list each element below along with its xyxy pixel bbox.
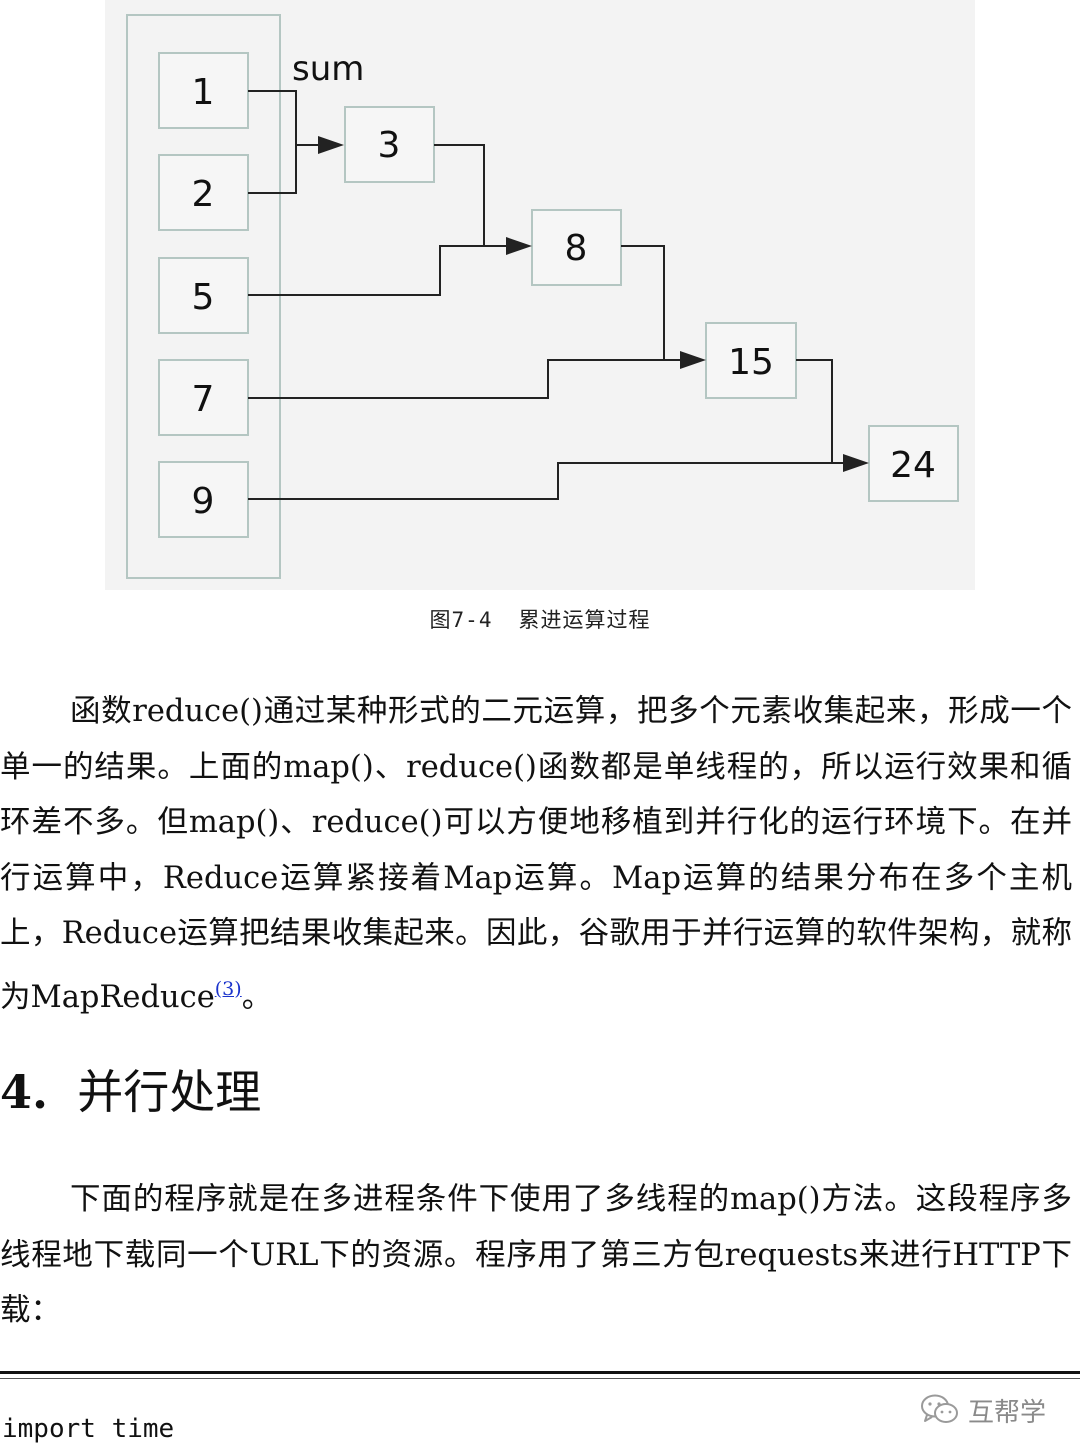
arrowhead-to-15 <box>680 351 706 369</box>
node-3: 3 <box>344 106 435 183</box>
node-7: 7 <box>158 359 249 436</box>
connector-5-to-8 <box>248 245 512 296</box>
wechat-icon <box>921 1394 958 1423</box>
figure-title: 累进运算过程 <box>518 608 651 632</box>
node-2: 2 <box>158 154 249 231</box>
section-title: 并行处理 <box>77 1065 262 1119</box>
node-7-label: 7 <box>192 379 215 420</box>
input-group-box <box>126 14 281 579</box>
watermark: 互帮学 <box>920 1390 1046 1430</box>
arrowhead-to-8 <box>506 237 532 255</box>
node-8-label: 8 <box>565 228 588 269</box>
connector-7-to-15 <box>248 359 686 399</box>
figure-caption: 图7-4 累进运算过程 <box>0 604 1080 634</box>
reduce-diagram: 1 2 5 7 9 3 8 15 24 sum <box>126 14 959 579</box>
figure-number: 图7-4 <box>429 608 493 632</box>
node-2-label: 2 <box>192 174 215 215</box>
connector-1-to-3 <box>248 90 297 145</box>
node-24: 24 <box>868 425 959 502</box>
watermark-text: 互帮学 <box>968 1397 1047 1428</box>
footnote-link[interactable]: (3) <box>214 977 242 1000</box>
code-block-inner-rule <box>0 1378 1080 1379</box>
node-5-label: 5 <box>192 277 215 318</box>
code-line-import: import time <box>2 1414 175 1444</box>
arrowhead-to-24 <box>843 454 869 472</box>
connector-3-to-8 <box>434 144 485 246</box>
connector-9-to-24 <box>248 462 849 500</box>
node-5: 5 <box>158 257 249 334</box>
sum-label: sum <box>292 49 364 89</box>
paragraph-reduce-end: 。 <box>241 979 273 1015</box>
node-15: 15 <box>705 322 797 399</box>
arrowhead-to-3 <box>318 136 344 154</box>
section-heading: 4. 并行处理 <box>0 1062 261 1122</box>
node-24-label: 24 <box>890 445 936 486</box>
node-3-label: 3 <box>378 125 401 166</box>
paragraph-parallel-text: 下面的程序就是在多进程条件下使用了多线程的map()方法。这段程序多线程地下载同… <box>0 1182 1072 1328</box>
paragraph-parallel: 下面的程序就是在多进程条件下使用了多线程的map()方法。这段程序多线程地下载同… <box>0 1172 1072 1339</box>
node-9: 9 <box>158 461 249 538</box>
node-8: 8 <box>531 209 622 286</box>
paragraph-reduce: 函数reduce()通过某种形式的二元运算，把多个元素收集起来，形成一个单一的结… <box>0 684 1072 1025</box>
node-15-label: 15 <box>728 342 774 383</box>
code-block-top-rule <box>0 1371 1080 1374</box>
node-1-label: 1 <box>192 72 215 113</box>
connector-8-to-15 <box>621 245 665 360</box>
section-number: 4. <box>0 1065 49 1119</box>
connector-15-to-24 <box>796 359 833 463</box>
connector-2-to-3 <box>248 144 324 194</box>
node-1: 1 <box>158 52 249 129</box>
paragraph-reduce-text: 函数reduce()通过某种形式的二元运算，把多个元素收集起来，形成一个单一的结… <box>0 694 1072 1015</box>
node-9-label: 9 <box>192 481 215 522</box>
